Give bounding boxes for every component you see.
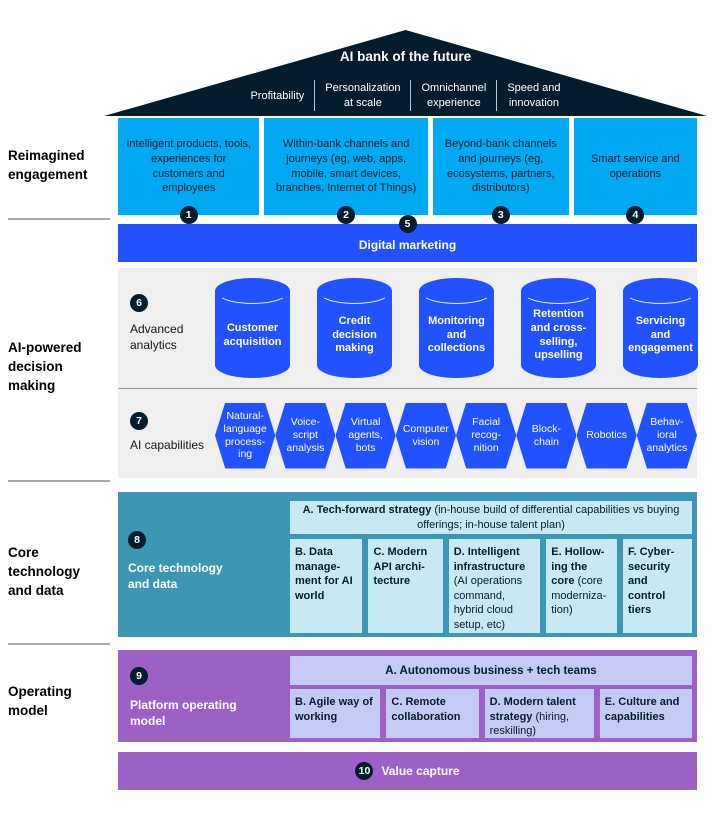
engagement-box-smart-service: Smart service and operations 4 bbox=[573, 118, 697, 224]
pillar-speed: Speed and innovation bbox=[496, 80, 570, 111]
ai-capabilities-label: AI capabilities bbox=[130, 437, 205, 452]
hexagon-virtual-agents-bots: Virtual agents, bots bbox=[335, 402, 396, 469]
strategy-text: A. Tech-forward strategy (in-house build… bbox=[302, 503, 680, 532]
decision-making-block: 6 Advanced analytics Customer acquisitio… bbox=[118, 268, 698, 479]
sub-box-hollowing-the-core: E. Hollow-ing the core (core moderniza-t… bbox=[546, 539, 617, 633]
core-tech-sub-boxes: B. Data manage-ment for AI world C. Mode… bbox=[290, 539, 692, 633]
capability-hexagons: Natural- language process- ing Voice- sc… bbox=[215, 402, 697, 469]
cylinder-retention-cross-selling: Retention and cross- selling, upselling bbox=[521, 278, 596, 378]
number-badge-9: 9 bbox=[130, 667, 148, 685]
core-technology-label: Core technology and data bbox=[128, 561, 223, 592]
sub-box-data-management: B. Data manage-ment for AI world bbox=[290, 539, 363, 633]
number-badge-5: 5 bbox=[398, 215, 417, 233]
engagement-box-intelligent-products: Intelligent products, tools, experiences… bbox=[118, 118, 260, 224]
autonomous-teams-box: A. Autonomous business + tech teams bbox=[290, 656, 692, 685]
platform-operating-model-label: Platform operating model bbox=[130, 698, 237, 729]
analytics-cylinders: Customer acquisition Credit decision mak… bbox=[215, 278, 698, 378]
operating-model-section: 9 Platform operating model A. Autonomous… bbox=[118, 650, 697, 742]
sub-box-intelligent-infrastructure: D. Intelligent infrastructure (AI operat… bbox=[448, 539, 541, 633]
number-badge-7: 7 bbox=[130, 411, 148, 430]
cylinder-monitoring-collections: Monitoring and collections bbox=[419, 278, 494, 378]
rail-label-ai-powered-decision-making: AI-powered decision making bbox=[8, 340, 82, 394]
rail-divider bbox=[8, 643, 110, 645]
number-badge-10: 10 bbox=[355, 762, 374, 780]
cylinder-customer-acquisition: Customer acquisition bbox=[215, 278, 290, 378]
hexagon-behavioral-analytics: Behav- ioral analytics bbox=[636, 402, 697, 469]
engagement-box-text: Smart service and operations bbox=[591, 152, 680, 180]
diagram-title: AI bank of the future bbox=[339, 49, 472, 64]
engagement-box-within-bank-channels: Within-bank channels and journeys (eg, w… bbox=[264, 118, 428, 224]
number-badge-8: 8 bbox=[128, 531, 146, 549]
sub-box-cybersecurity: F. Cyber-security and control tiers bbox=[622, 539, 692, 633]
rail-label-core-technology-and-data: Core technology and data bbox=[8, 545, 81, 599]
digital-marketing-bar: 5 Digital marketing bbox=[118, 215, 697, 262]
engagement-box-text: Within-bank channels and journeys (eg, w… bbox=[275, 137, 417, 195]
rail-divider bbox=[8, 480, 110, 482]
sub-box-modern-api: C. Modern API archi-tecture bbox=[368, 539, 443, 633]
number-badge-4: 4 bbox=[626, 206, 645, 224]
ai-capabilities-row: 7 AI capabilities Natural- language proc… bbox=[118, 390, 697, 479]
roof-pillars: Profitability Personalization at scale O… bbox=[104, 80, 707, 111]
engagement-box-beyond-bank-channels: Beyond-bank channels and journeys (eg, e… bbox=[432, 118, 569, 224]
digital-marketing-label: Digital marketing bbox=[358, 238, 457, 252]
cylinder-servicing-engagement: Servicing and engagement bbox=[623, 278, 698, 378]
pillar-profitability: Profitability bbox=[250, 89, 305, 102]
rail-label-operating-model: Operating model bbox=[8, 684, 72, 719]
pillar-personalization: Personalization at scale bbox=[314, 80, 410, 111]
sub-box-remote-collaboration: C. Remote collaboration bbox=[386, 689, 479, 738]
hexagon-robotics: Robotics bbox=[576, 402, 637, 469]
number-badge-2: 2 bbox=[337, 206, 356, 224]
sub-box-modern-talent-strategy: D. Modern talent strategy (hiring, reski… bbox=[484, 689, 594, 738]
number-badge-6: 6 bbox=[130, 294, 148, 312]
advanced-analytics-row: 6 Advanced analytics Customer acquisitio… bbox=[118, 268, 698, 389]
hexagon-blockchain: Block- chain bbox=[516, 402, 577, 469]
operating-sub-boxes: B. Agile way of working C. Remote collab… bbox=[290, 689, 692, 738]
strategy-title: A. Tech-forward strategy bbox=[302, 504, 432, 517]
hexagon-facial-recognition: Facial recog- nition bbox=[456, 402, 517, 469]
strategy-detail: (in-house build of differential capabili… bbox=[417, 504, 680, 531]
engagement-row: Intelligent products, tools, experiences… bbox=[118, 118, 697, 224]
rail-label-reimagined-engagement: Reimagined engagement bbox=[8, 148, 88, 183]
number-badge-3: 3 bbox=[491, 206, 510, 224]
rail-divider bbox=[8, 218, 110, 220]
value-capture-label: Value capture bbox=[381, 764, 460, 778]
advanced-analytics-label: Advanced analytics bbox=[130, 322, 184, 352]
sub-box-culture-capabilities: E. Culture and capabilities bbox=[599, 689, 692, 738]
core-technology-section: 8 Core technology and data A. Tech-forwa… bbox=[118, 492, 697, 637]
number-badge-1: 1 bbox=[179, 206, 198, 224]
hexagon-natural-language-processing: Natural- language process- ing bbox=[215, 402, 276, 469]
engagement-box-text: Intelligent products, tools, experiences… bbox=[126, 137, 252, 195]
value-capture-bar: 10 Value capture bbox=[118, 752, 697, 790]
roof-banner: AI bank of the future Profitability Pers… bbox=[104, 30, 707, 116]
pillar-omnichannel: Omnichannel experience bbox=[410, 80, 496, 111]
engagement-box-text: Beyond-bank channels and journeys (eg, e… bbox=[444, 137, 557, 195]
tech-forward-strategy-box: A. Tech-forward strategy (in-house build… bbox=[290, 501, 692, 534]
hexagon-computer-vision: Computer vision bbox=[395, 402, 456, 469]
hexagon-voice-script-analysis: Voice- script analysis bbox=[275, 402, 336, 469]
sub-box-agile-way-of-working: B. Agile way of working bbox=[290, 689, 381, 738]
cylinder-credit-decision-making: Credit decision making bbox=[317, 278, 392, 378]
